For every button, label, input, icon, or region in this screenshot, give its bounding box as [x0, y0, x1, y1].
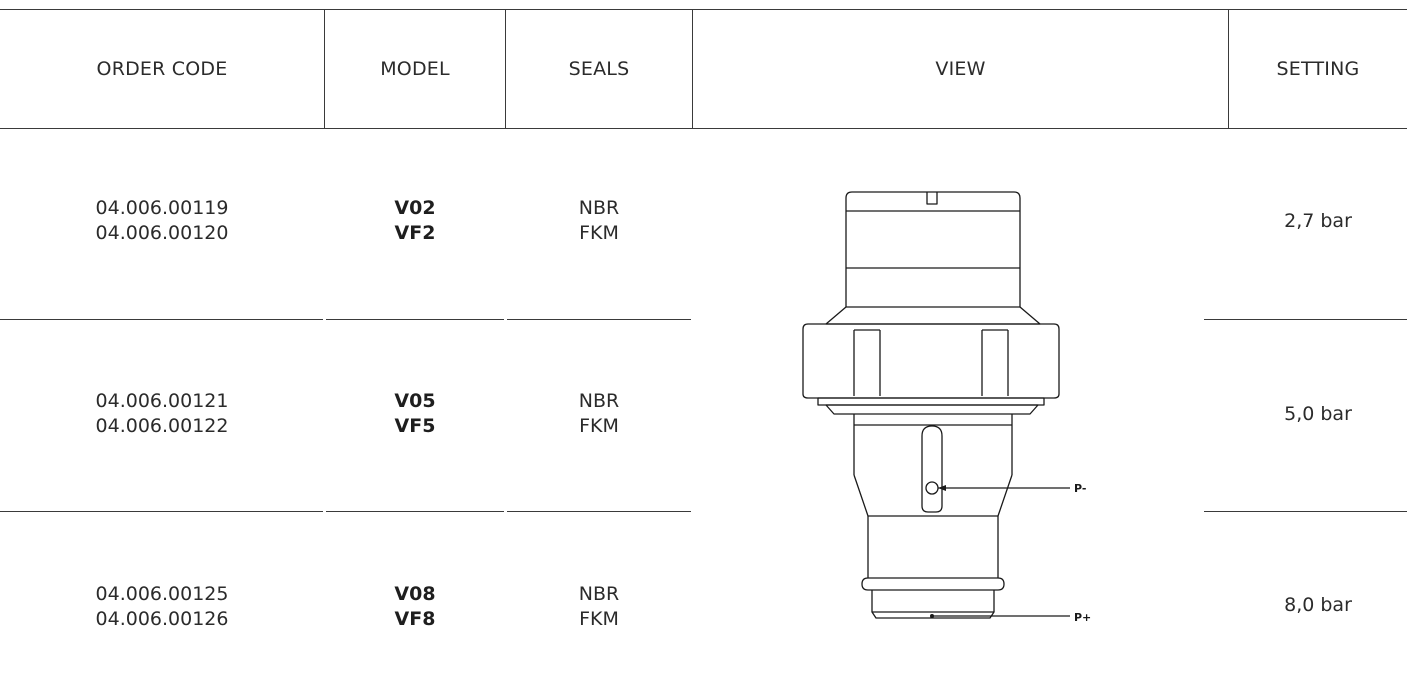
table-row-3-order-codes: 04.006.00125 04.006.00126: [0, 569, 324, 645]
table-row-2-order-codes: 04.006.00121 04.006.00122: [0, 376, 324, 452]
port-plus-label: P+: [1074, 611, 1091, 624]
table-row-3-seals: NBR FKM: [506, 569, 692, 645]
model-code: V08: [394, 583, 436, 605]
column-divider: [324, 9, 325, 128]
table-row-1-models: V02 VF2: [325, 183, 505, 259]
table-row-1-order-codes: 04.006.00119 04.006.00120: [0, 183, 324, 259]
header-top-rule: [0, 9, 1407, 10]
row-separator: [507, 319, 691, 320]
setting-value: 5,0 bar: [1284, 402, 1352, 425]
header-model: MODEL: [380, 57, 450, 80]
row-separator: [1204, 319, 1407, 320]
model-code: VF8: [394, 608, 436, 630]
table-row-3-models: V08 VF8: [325, 569, 505, 645]
order-code: 04.006.00119: [95, 197, 229, 219]
setting-value: 2,7 bar: [1284, 209, 1352, 232]
model-code: V05: [394, 390, 436, 412]
seal-material: FKM: [579, 608, 619, 630]
table-row-2-models: V05 VF5: [325, 376, 505, 452]
table-row-1-setting: 2,7 bar: [1229, 203, 1407, 239]
seal-material: NBR: [578, 390, 620, 412]
header-order-code: ORDER CODE: [96, 57, 228, 80]
column-divider: [1228, 9, 1229, 128]
row-separator: [1204, 511, 1407, 512]
row-separator: [507, 511, 691, 512]
header-view: VIEW: [935, 57, 986, 80]
row-separator: [326, 511, 504, 512]
table-row-2-seals: NBR FKM: [506, 376, 692, 452]
setting-value: 8,0 bar: [1284, 593, 1352, 616]
seal-material: NBR: [578, 197, 620, 219]
model-code: VF2: [394, 222, 436, 244]
order-code: 04.006.00126: [95, 608, 229, 630]
order-code: 04.006.00120: [95, 222, 229, 244]
row-separator: [326, 319, 504, 320]
model-code: V02: [394, 197, 436, 219]
seal-material: FKM: [579, 222, 619, 244]
seal-material: FKM: [579, 415, 619, 437]
table-row-2-setting: 5,0 bar: [1229, 396, 1407, 432]
order-code: 04.006.00121: [95, 390, 229, 412]
table-row-1-seals: NBR FKM: [506, 183, 692, 259]
row-separator: [0, 511, 323, 512]
column-divider: [505, 9, 506, 128]
seal-material: NBR: [578, 583, 620, 605]
order-code: 04.006.00125: [95, 583, 229, 605]
model-code: VF5: [394, 415, 436, 437]
header-seals: SEALS: [568, 57, 630, 80]
valve-drawing: P- P+: [802, 191, 1091, 624]
order-code: 04.006.00122: [95, 415, 229, 437]
header-bottom-rule: [0, 128, 1407, 129]
table-row-3-setting: 8,0 bar: [1229, 587, 1407, 623]
row-separator: [0, 319, 323, 320]
header-setting: SETTING: [1276, 57, 1360, 80]
port-minus-label: P-: [1074, 482, 1086, 495]
column-divider: [692, 9, 693, 128]
